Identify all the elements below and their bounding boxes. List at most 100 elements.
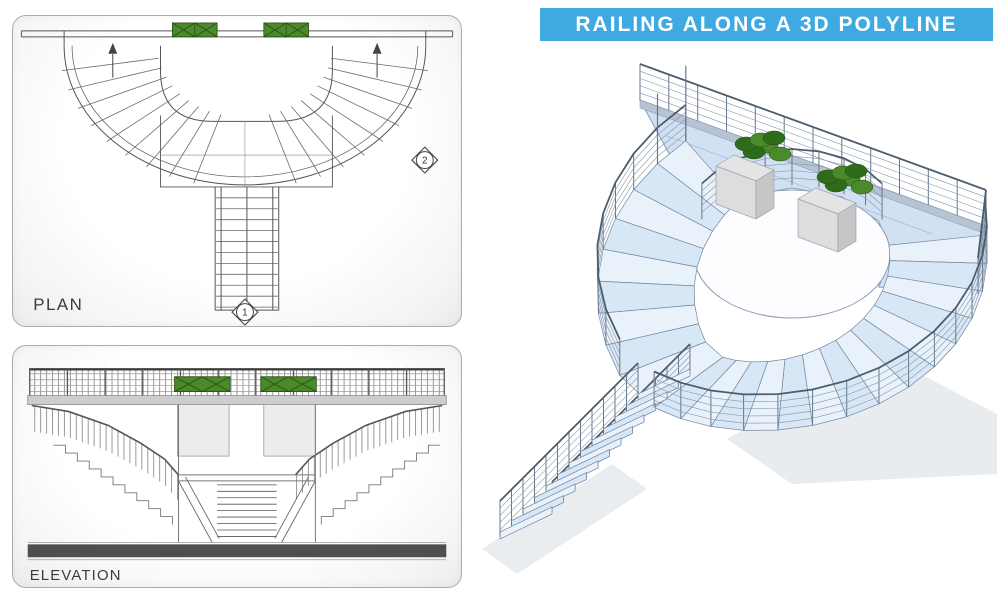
tread-line: [317, 85, 396, 124]
railing-cable: [653, 220, 988, 417]
banner-title: RAILING ALONG A 3D POLYLINE: [575, 12, 958, 36]
railing-mast: [656, 65, 687, 164]
tread-line: [323, 76, 408, 108]
iso-view: [462, 44, 1000, 610]
deck-panel-line: [666, 135, 933, 235]
railing-cable: [499, 391, 639, 531]
railing-cable: [639, 78, 987, 205]
railing-post-tick: [416, 88, 422, 91]
plan-stair-stringers: [214, 186, 280, 311]
railing-posts: [499, 363, 639, 537]
railing-post-tick: [193, 179, 196, 184]
planter-pedestal-2: [263, 404, 316, 457]
planter-hatch: [260, 376, 317, 393]
planter-shrub: [844, 163, 868, 179]
ground-lines: [27, 541, 447, 561]
railing-post-tick: [407, 106, 413, 109]
floor-slab: [27, 395, 447, 405]
railing-post-tick: [294, 179, 297, 184]
railing-cable: [597, 126, 686, 362]
railing-top-rail: [653, 199, 988, 396]
railing-cable: [639, 70, 987, 198]
planter-pedestal-1: [177, 404, 230, 457]
railing-cable: [499, 377, 639, 516]
railing-post-tick: [318, 172, 321, 177]
railing-post-tick: [379, 138, 384, 142]
tread-line: [309, 93, 380, 140]
left-flight-handrail: [31, 404, 180, 476]
landing-structure: [177, 404, 316, 543]
right-flight-railing-band: [295, 405, 443, 501]
arrow-line: [112, 53, 378, 78]
flight-direction-arrows: [108, 42, 382, 78]
planter-shrub: [768, 146, 792, 162]
marker-circle-icon: [236, 303, 254, 322]
planter-plan-2: [263, 22, 309, 38]
railing-post-tick: [146, 163, 150, 168]
railing-cable: [653, 227, 988, 424]
tread-line: [280, 110, 319, 174]
iso-drawing: [482, 63, 997, 574]
planter-hatch: [263, 22, 309, 38]
left-flight-railing-band: [31, 405, 179, 501]
planter-elevation-1: [174, 376, 231, 393]
elevation-label: ELEVATION: [30, 568, 122, 584]
tread-line: [328, 67, 418, 90]
planter-shrub: [850, 179, 874, 195]
plan-inner-edge: [159, 45, 333, 122]
railing-post-tick: [125, 152, 129, 156]
railing-post-tick: [68, 88, 74, 91]
railing-post-tick: [77, 106, 83, 109]
railing-post-tick: [169, 172, 172, 177]
plan-fan-treads: [61, 57, 428, 308]
tread-line: [128, 100, 190, 153]
ground-bar: [27, 544, 447, 558]
section-marker-2: 2: [411, 146, 439, 174]
railing-post-tick: [90, 123, 96, 127]
title-banner: RAILING ALONG A 3D POLYLINE: [540, 8, 993, 41]
plan-panel: 1 2 PLAN: [12, 15, 462, 327]
plan-top-wall: [20, 30, 454, 46]
railing-post-tick: [422, 69, 428, 72]
planter-box: [174, 376, 231, 393]
railing-post-tick: [61, 69, 67, 72]
tread-line: [171, 110, 210, 174]
tread-line: [268, 114, 296, 180]
tread-line: [290, 106, 342, 165]
top-railing-cables: [29, 373, 445, 392]
tread-line: [148, 106, 199, 165]
railing-cable: [653, 206, 988, 402]
marker-2-label: 2: [422, 156, 428, 167]
up-arrow-icon: [108, 42, 382, 54]
center-stair-railings: [178, 476, 316, 543]
planter-plan-1: [172, 22, 218, 38]
planter-shrub: [762, 130, 786, 146]
elevation-drawing: ELEVATION: [27, 367, 447, 584]
tread-line: [300, 100, 362, 153]
railing-cable: [653, 213, 988, 410]
stair-step-line: [320, 444, 441, 525]
planter-hatch: [172, 22, 218, 38]
planter-box-side: [755, 169, 775, 220]
stair-step-line: [53, 444, 173, 525]
elevation-generated-linework: [29, 367, 445, 537]
railing-posts: [639, 64, 987, 226]
ground-shadow: [482, 464, 647, 574]
tread-line: [72, 67, 162, 90]
railing-cable: [639, 85, 987, 212]
railing-cable: [499, 369, 639, 509]
railing-cable: [597, 111, 686, 347]
tread-line: [82, 76, 167, 108]
railing-post-tick: [106, 138, 111, 142]
railing-post-tick: [360, 152, 365, 156]
plan-drawing: 1 2 PLAN: [20, 22, 454, 326]
railing-cable: [639, 92, 987, 220]
railing-cable: [597, 133, 686, 369]
plan-linework: [20, 30, 454, 311]
plan-landing-lines: [160, 121, 333, 187]
planter-elevation-2: [260, 376, 317, 393]
tread-line: [94, 85, 173, 124]
ground-shadow: [727, 354, 997, 484]
right-flight-handrail: [294, 404, 443, 476]
